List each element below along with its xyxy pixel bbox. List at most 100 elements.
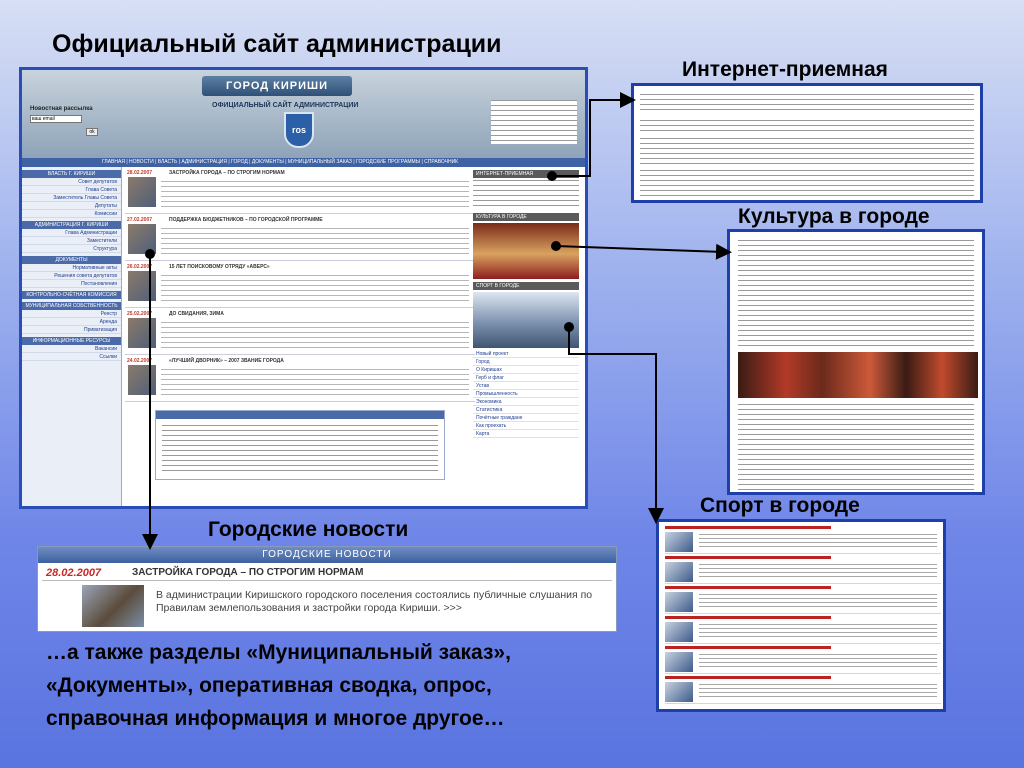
sidebar-item[interactable]: Решения совета депутатов bbox=[22, 272, 121, 280]
sidebar-item[interactable]: Вакансии bbox=[22, 345, 121, 353]
culture-event-photos bbox=[738, 352, 978, 398]
signature-lines bbox=[640, 170, 974, 198]
sport-screenshot bbox=[656, 519, 946, 712]
news-text-lines bbox=[161, 369, 469, 397]
right-link[interactable]: Устав bbox=[473, 382, 579, 390]
news-headline[interactable]: ЗАСТРОЙКА ГОРОДА – ПО СТРОГИМ НОРМАМ bbox=[169, 170, 285, 176]
site-banner: ГОРОД КИРИШИ bbox=[202, 76, 352, 96]
site-news-column: 28.02.2007 ЗАСТРОЙКА ГОРОДА – ПО СТРОГИМ… bbox=[125, 167, 475, 506]
city-news-heading: Городские новости bbox=[208, 518, 409, 541]
news-text-lines bbox=[161, 322, 469, 350]
right-link[interactable]: Новый проект bbox=[473, 350, 579, 358]
right-heading-sport[interactable]: СПОРТ В ГОРОДЕ bbox=[473, 282, 579, 290]
news-item[interactable]: 26.02.2007 15 ЛЕТ ПОИСКОВОМУ ОТРЯДУ «АВЕ… bbox=[125, 261, 475, 308]
news-headline[interactable]: 15 ЛЕТ ПОИСКОВОМУ ОТРЯДУ «АВЕРС» bbox=[169, 264, 270, 270]
right-link[interactable]: Почётные граждане bbox=[473, 414, 579, 422]
sidebar-heading[interactable]: МУНИЦИПАЛЬНАЯ СОБСТВЕННОСТЬ bbox=[22, 302, 121, 310]
sport-photo bbox=[665, 682, 693, 702]
news-photo bbox=[128, 365, 156, 395]
sport-photo bbox=[665, 532, 693, 552]
news-item[interactable]: 28.02.2007 ЗАСТРОЙКА ГОРОДА – ПО СТРОГИМ… bbox=[125, 167, 475, 214]
sidebar-item[interactable]: Заместители bbox=[22, 237, 121, 245]
sidebar-item[interactable]: Структура bbox=[22, 245, 121, 253]
site-address bbox=[491, 100, 577, 144]
sidebar-item[interactable]: Совет депутатов bbox=[22, 178, 121, 186]
newsletter-ok-button[interactable]: ok bbox=[86, 128, 98, 136]
sidebar-item[interactable]: Аренда bbox=[22, 318, 121, 326]
right-link[interactable]: Промышленность bbox=[473, 390, 579, 398]
answer-lines bbox=[640, 120, 974, 132]
answer-body-lines bbox=[640, 138, 974, 164]
news-date: 25.02.2007 bbox=[127, 311, 153, 317]
culture-heading: Культура в городе bbox=[738, 205, 930, 228]
sidebar-item[interactable]: Нормативные акты bbox=[22, 264, 121, 272]
reception-screenshot bbox=[631, 83, 983, 203]
sidebar-item[interactable]: Глава Администрации bbox=[22, 229, 121, 237]
right-link[interactable]: Экономика bbox=[473, 398, 579, 406]
news-item[interactable]: 27.02.2007 ПОДДЕРЖКА БЮДЖЕТНИКОВ – ПО ГО… bbox=[125, 214, 475, 261]
city-news-bar[interactable]: ГОРОДСКИЕ НОВОСТИ bbox=[38, 547, 616, 563]
main-site-screenshot: ГОРОД КИРИШИ ОФИЦИАЛЬНЫЙ САЙТ АДМИНИСТРА… bbox=[19, 67, 588, 509]
news-photo bbox=[128, 224, 156, 254]
sport-news-item[interactable] bbox=[665, 676, 941, 704]
sidebar-heading[interactable]: ВЛАСТЬ Г. КИРИШИ bbox=[22, 170, 121, 178]
right-link[interactable]: Карта bbox=[473, 430, 579, 438]
news-item[interactable]: 24.02.2007 «ЛУЧШИЙ ДВОРНИК» – 2007 ЗВАНИ… bbox=[125, 355, 475, 402]
right-heading-reception[interactable]: ИНТЕРНЕТ-ПРИЕМНАЯ bbox=[473, 170, 579, 178]
sport-photo bbox=[665, 562, 693, 582]
sport-news-item[interactable] bbox=[665, 526, 941, 554]
city-news-photo bbox=[82, 585, 144, 627]
city-news-text: В администрации Киришского городского по… bbox=[156, 589, 593, 614]
right-link[interactable]: Город bbox=[473, 358, 579, 366]
caption-line: справочная информация и многое другое… bbox=[46, 707, 505, 730]
news-date: 28.02.2007 bbox=[127, 170, 153, 176]
news-item[interactable]: 25.02.2007 ДО СВИДАНИЯ, ЗИМА bbox=[125, 308, 475, 355]
sidebar-item[interactable]: Глава Совета bbox=[22, 186, 121, 194]
newsletter-label: Новостная рассылка bbox=[30, 106, 93, 112]
site-nav-bar[interactable]: ГЛАВНАЯ | НОВОСТИ | ВЛАСТЬ | АДМИНИСТРАЦ… bbox=[22, 158, 585, 167]
bottom-caption: …а также разделы «Муниципальный заказ», … bbox=[46, 636, 606, 735]
sidebar-item[interactable]: Заместитель Главы Совета bbox=[22, 194, 121, 202]
newsletter-email-input[interactable]: ваш email bbox=[30, 115, 82, 123]
news-date: 24.02.2007 bbox=[127, 358, 153, 364]
sport-news-item[interactable] bbox=[665, 646, 941, 674]
site-header: ГОРОД КИРИШИ ОФИЦИАЛЬНЫЙ САЙТ АДМИНИСТРА… bbox=[22, 70, 585, 158]
sport-photo[interactable] bbox=[473, 292, 579, 348]
sidebar-item[interactable]: Приватизация bbox=[22, 326, 121, 334]
site-subtitle: ОФИЦИАЛЬНЫЙ САЙТ АДМИНИСТРАЦИИ bbox=[212, 102, 359, 109]
sport-news-item[interactable] bbox=[665, 556, 941, 584]
news-headline[interactable]: ДО СВИДАНИЯ, ЗИМА bbox=[169, 311, 224, 317]
sport-photo bbox=[665, 592, 693, 612]
sidebar-heading[interactable]: АДМИНИСТРАЦИЯ Г. КИРИШИ bbox=[22, 221, 121, 229]
right-link[interactable]: Как проехать bbox=[473, 422, 579, 430]
summary-lines bbox=[162, 425, 438, 475]
right-heading-culture[interactable]: КУЛЬТУРА В ГОРОДЕ bbox=[473, 213, 579, 221]
sidebar-item[interactable]: Реестр bbox=[22, 310, 121, 318]
main-site-heading: Официальный сайт администрации bbox=[52, 30, 502, 58]
news-headline[interactable]: «ЛУЧШИЙ ДВОРНИК» – 2007 ЗВАНИЕ ГОРОДА bbox=[169, 358, 284, 364]
sidebar-item[interactable]: Постановления bbox=[22, 280, 121, 288]
sport-news-item[interactable] bbox=[665, 616, 941, 644]
news-photo bbox=[128, 318, 156, 348]
sport-photo bbox=[665, 622, 693, 642]
reception-lines bbox=[473, 180, 579, 210]
news-headline[interactable]: ПОДДЕРЖКА БЮДЖЕТНИКОВ – ПО ГОРОДСКОЙ ПРО… bbox=[169, 217, 323, 223]
culture-screenshot bbox=[727, 229, 985, 495]
right-link[interactable]: Статистика bbox=[473, 406, 579, 414]
right-link[interactable]: О Киришах bbox=[473, 366, 579, 374]
sport-news-item[interactable] bbox=[665, 586, 941, 614]
sidebar-item[interactable]: Комиссии bbox=[22, 210, 121, 218]
sidebar-heading[interactable]: ДОКУМЕНТЫ bbox=[22, 256, 121, 264]
sidebar-heading[interactable]: ИНФОРМАЦИОННЫЕ РЕСУРСЫ bbox=[22, 337, 121, 345]
sidebar-heading[interactable]: КОНТРОЛЬНО-СЧЁТНАЯ КОМИССИЯ bbox=[22, 291, 121, 299]
city-news-title[interactable]: ЗАСТРОЙКА ГОРОДА – ПО СТРОГИМ НОРМАМ bbox=[132, 567, 364, 578]
sport-heading: Спорт в городе bbox=[700, 494, 860, 517]
sidebar-item[interactable]: Депутаты bbox=[22, 202, 121, 210]
culture-photo[interactable] bbox=[473, 223, 579, 279]
right-link[interactable]: Герб и флаг bbox=[473, 374, 579, 382]
culture-text-lines-2 bbox=[738, 404, 974, 490]
news-date: 26.02.2007 bbox=[127, 264, 153, 270]
sidebar-item[interactable]: Ссылки bbox=[22, 353, 121, 361]
site-right-column: ИНТЕРНЕТ-ПРИЕМНАЯ КУЛЬТУРА В ГОРОДЕ СПОР… bbox=[473, 167, 579, 506]
caption-line: …а также разделы «Муниципальный заказ», bbox=[46, 641, 511, 664]
